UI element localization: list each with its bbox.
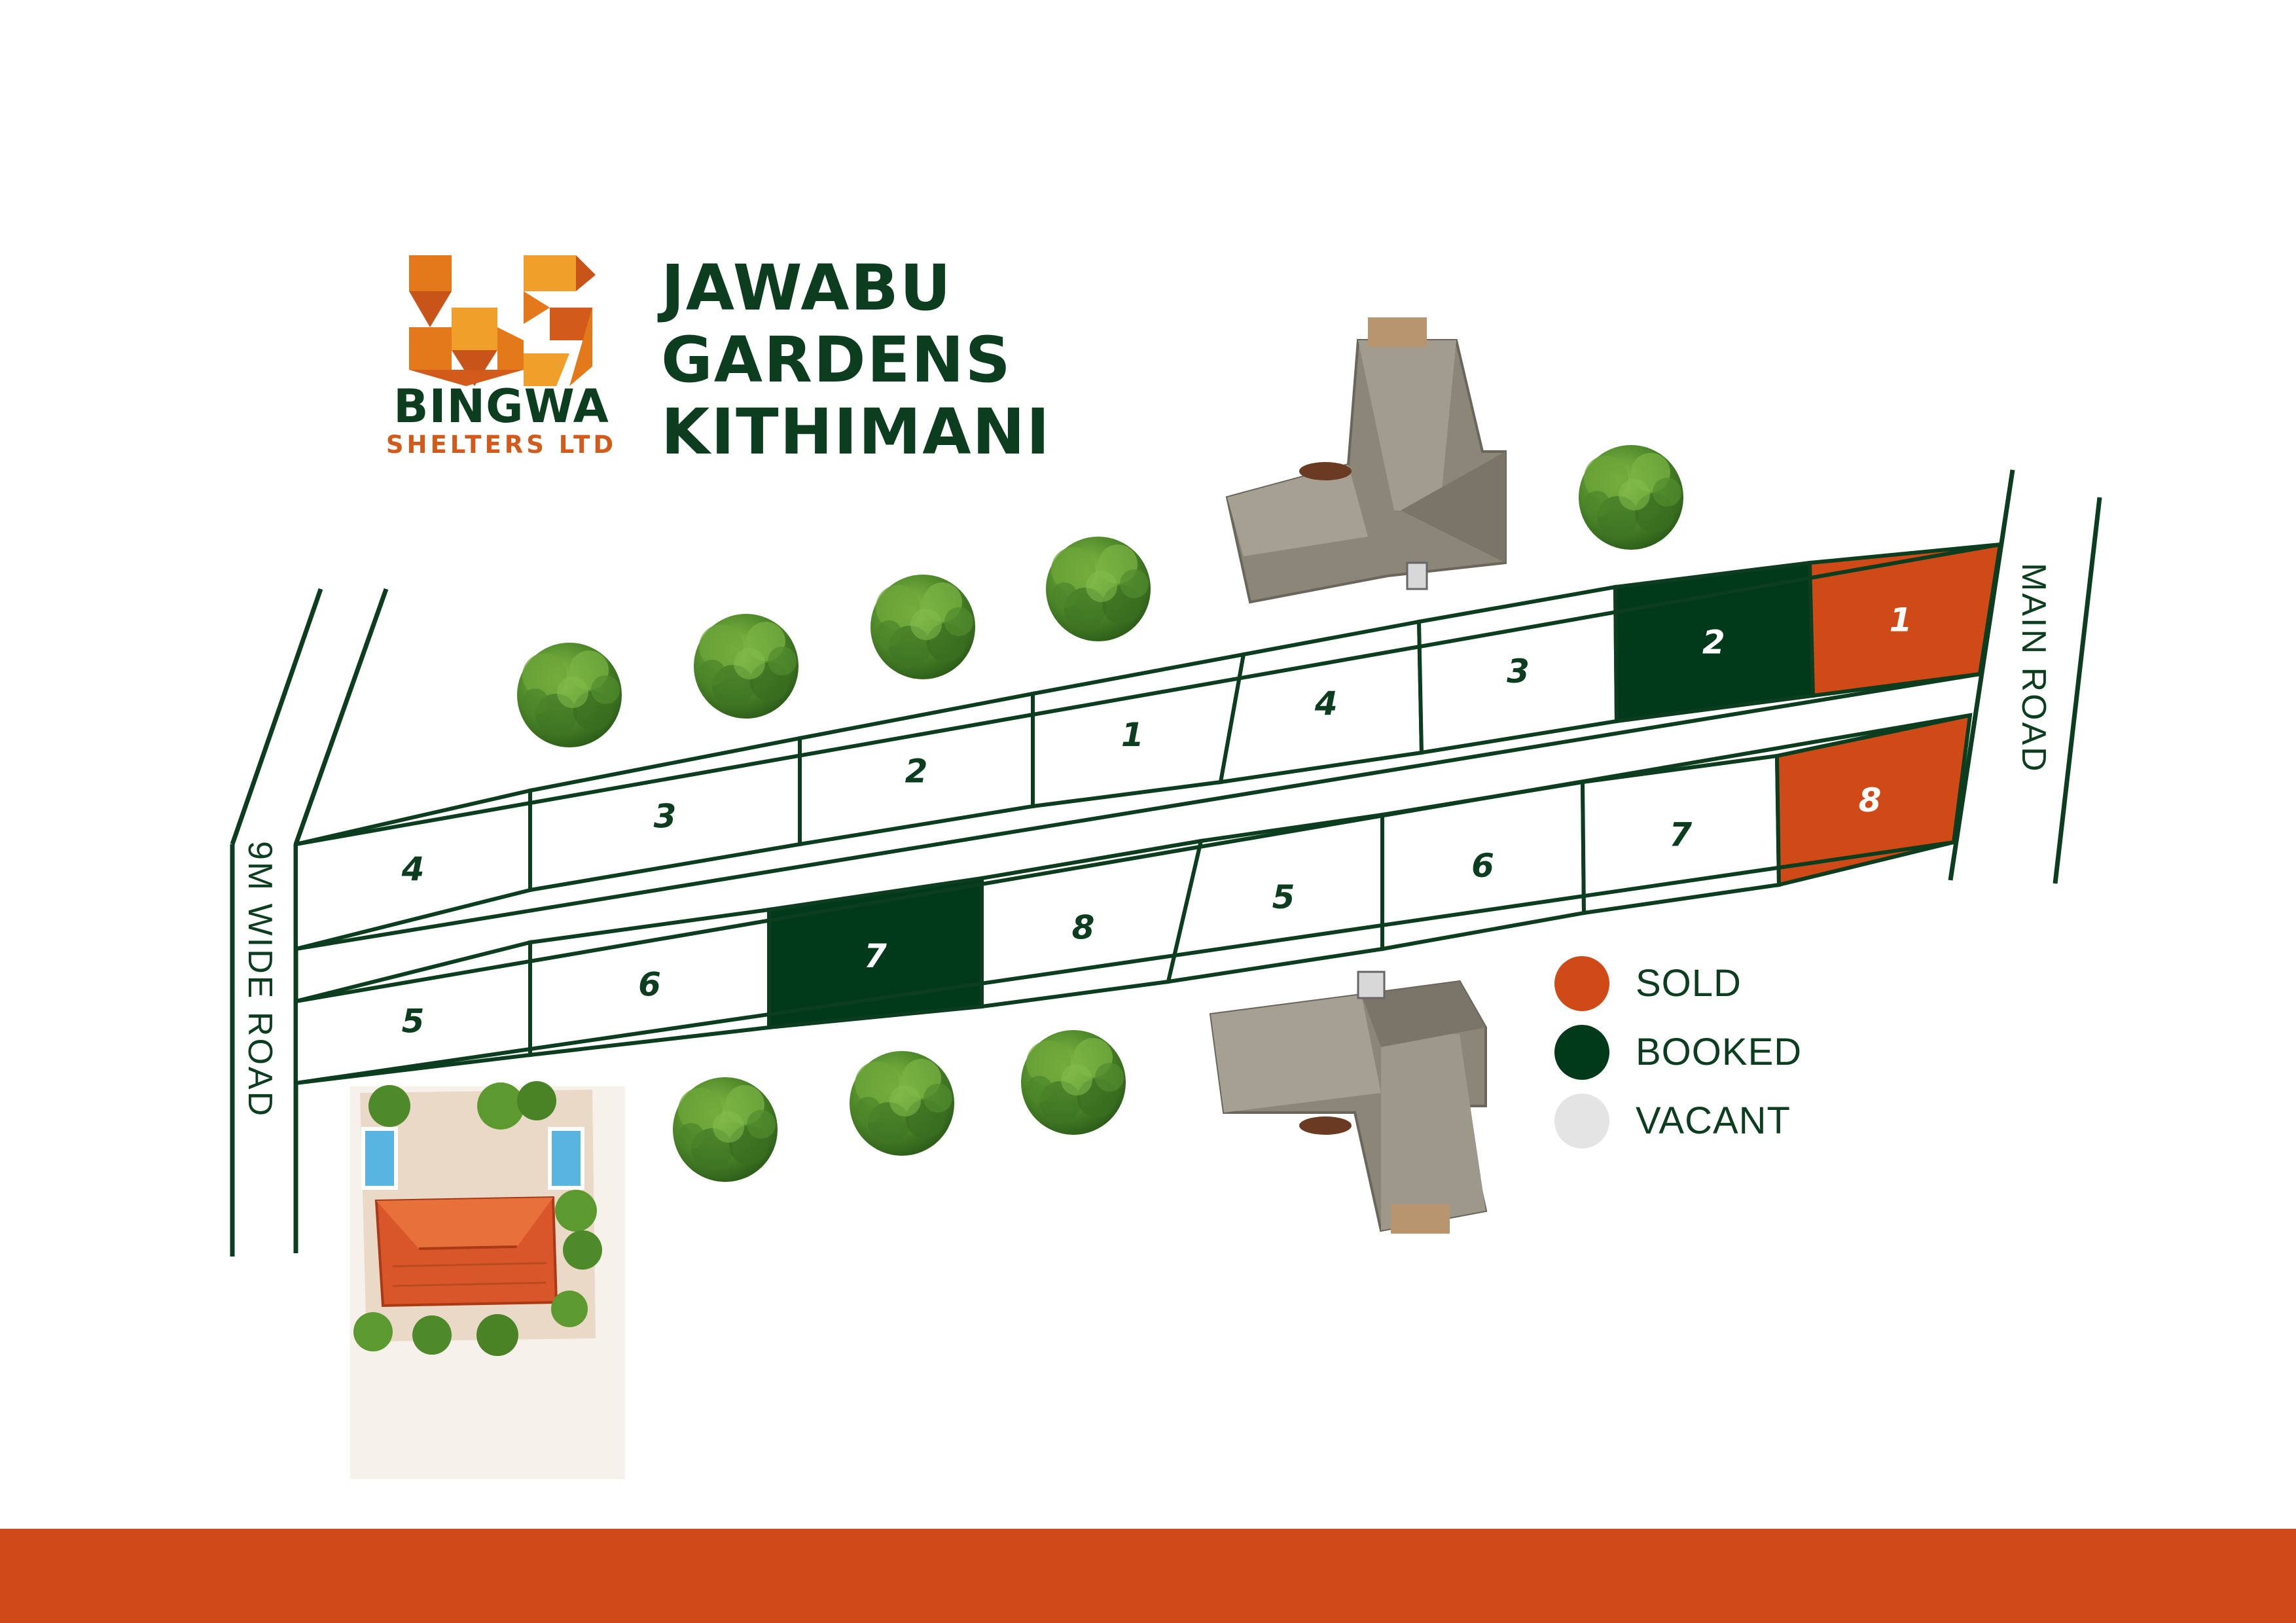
right-road-label: MAIN ROAD	[2015, 563, 2053, 774]
left-road-label: 9M WIDE ROAD	[241, 841, 279, 1118]
plot-number: 7	[1669, 815, 1692, 853]
plot-number: 2	[905, 753, 928, 791]
booked-swatch-icon	[1554, 1024, 1609, 1080]
plots-layer: 4 3 2 1 4 3 2 1 5 6 7 8 5 6 7 8	[294, 542, 2003, 1086]
plot-number: 7	[864, 937, 887, 975]
legend-label: VACANT	[1636, 1099, 1791, 1142]
house-bottom-icon	[1209, 971, 1488, 1234]
plot-number: 1	[1121, 716, 1144, 754]
plot-row-1-4[interactable]: 4	[294, 788, 532, 952]
plot-row-2-8[interactable]: 8	[1774, 713, 1973, 887]
plot-number: 4	[401, 850, 425, 888]
plot-row-2-5[interactable]: 5	[1166, 812, 1384, 984]
plot-row-2-7[interactable]: 7	[1580, 753, 1782, 916]
plot-number: 5	[1272, 878, 1295, 916]
vacant-swatch-icon	[1554, 1093, 1609, 1149]
footer-bar	[0, 1529, 2296, 1623]
plot-row-2-6[interactable]: 6	[528, 907, 771, 1058]
legend-label: SOLD	[1636, 962, 1742, 1005]
sold-swatch-icon	[1554, 955, 1609, 1011]
plot-number: 1	[1890, 601, 1912, 639]
brand-subtitle: SHELTERS LTD	[386, 431, 617, 459]
brand-name: BINGWA	[393, 380, 609, 433]
plot-number: 4	[1314, 685, 1338, 722]
plot-row-1-1[interactable]: 1	[1807, 542, 2003, 698]
plot-number: 5	[402, 1002, 425, 1040]
plot-number: 6	[638, 965, 661, 1003]
tree-icon	[870, 575, 975, 679]
brand-block: BINGWA SHELTERS LTD	[364, 382, 639, 459]
plot-number: 3	[654, 798, 677, 836]
plot-row-2-5[interactable]: 5	[294, 940, 532, 1086]
page-title: JAWABU GARDENS KITHIMANI	[661, 252, 1051, 468]
title-line-1: JAWABU	[661, 251, 952, 325]
plot-row-2-6[interactable]: 6	[1380, 779, 1587, 952]
plot-row-1-1[interactable]: 1	[1031, 652, 1246, 809]
legend-item-booked: BOOKED	[1554, 1018, 1802, 1086]
plot-number: 2	[1702, 624, 1725, 662]
tree-icon	[517, 643, 622, 747]
tree-icon	[1579, 445, 1683, 550]
legend-item-vacant: VACANT	[1554, 1086, 1802, 1155]
tree-icon	[673, 1077, 778, 1182]
house-top-icon	[1225, 317, 1507, 604]
plot-row-1-2[interactable]: 2	[1613, 560, 1816, 724]
tree-icon	[1021, 1030, 1126, 1135]
plot-number: 3	[1507, 652, 1530, 690]
legend: SOLD BOOKED VACANT	[1554, 949, 1802, 1155]
legend-item-sold: SOLD	[1554, 949, 1802, 1018]
tree-icon	[694, 614, 798, 719]
plot-row-1-2[interactable]: 2	[798, 691, 1035, 847]
title-line-2: GARDENS	[661, 323, 1012, 397]
legend-label: BOOKED	[1636, 1031, 1803, 1073]
block-outline	[295, 543, 2001, 1085]
plot-number: 8	[1072, 908, 1095, 946]
plot-row-1-4[interactable]: 4	[1218, 619, 1424, 785]
villa-icon	[350, 1081, 625, 1479]
plot-row-1-3[interactable]: 3	[1416, 584, 1619, 755]
bingwa-logo-icon	[409, 255, 596, 386]
plot-number: 6	[1471, 846, 1494, 884]
tree-icon	[850, 1051, 954, 1156]
plot-number: 8	[1859, 781, 1882, 819]
tree-icon	[1046, 537, 1151, 641]
title-line-3: KITHIMANI	[661, 395, 1051, 469]
